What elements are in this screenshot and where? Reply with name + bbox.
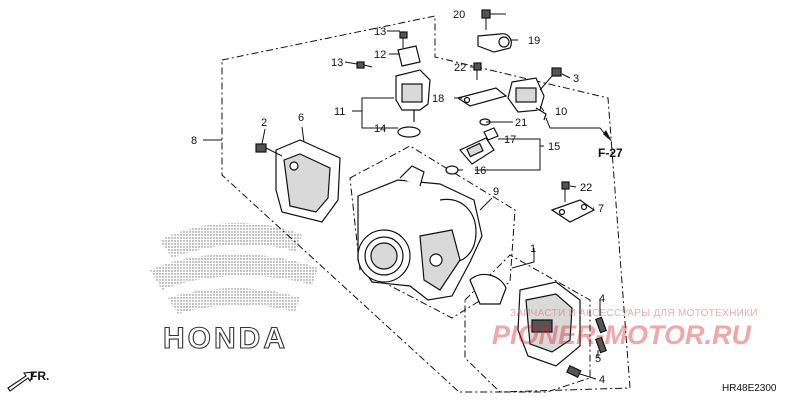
sensor-unit-part-1	[517, 281, 581, 367]
callout-9: 9	[493, 186, 499, 198]
screw-part-13a	[399, 31, 408, 48]
callout-8: 8	[191, 135, 197, 147]
connector-part-12	[397, 45, 421, 67]
callout-21: 21	[515, 117, 527, 129]
callout-3: 3	[573, 73, 579, 85]
honda-wing-logo: HONDA	[150, 222, 318, 356]
screw-part-4b	[566, 364, 582, 378]
callout-18: 18	[432, 93, 444, 105]
bracket-part-6	[275, 139, 341, 223]
sensor-outline	[464, 254, 591, 393]
callout-19: 19	[528, 35, 540, 47]
callout-5: 5	[595, 353, 601, 365]
bolt-part-2	[255, 143, 283, 157]
callout-labels: 1 2 3 4 4 5 6 7 8 9 10 11 12 13 13 14 15…	[191, 9, 605, 386]
assembly-outline	[221, 15, 631, 393]
honda-logo-text: HONDA	[163, 322, 288, 355]
screw-part-22b	[561, 181, 570, 202]
front-direction-indicator: FR.	[7, 369, 49, 392]
callout-13-top: 13	[374, 26, 386, 38]
callout-7: 7	[598, 203, 604, 215]
callout-4-top: 4	[599, 293, 605, 305]
callout-4-bottom: 4	[599, 374, 605, 386]
plate-part-7	[550, 199, 596, 223]
diagram-code: HR48E2300	[722, 383, 777, 394]
callout-22-top: 22	[454, 62, 466, 74]
callout-15: 15	[548, 141, 560, 153]
callout-14: 14	[374, 123, 386, 135]
screw-part-4a	[595, 316, 607, 334]
watermark-site: PIONER-MOTOR.RU	[492, 320, 753, 350]
watermark-tagline: ЗАПЧАСТИ И АКСЕССУАРЫ ДЛЯ МОТОТЕХНИКИ	[510, 308, 758, 319]
seal-part-16	[445, 165, 459, 175]
bolt-part-3	[539, 67, 562, 91]
plate-part-18	[456, 87, 508, 107]
gasket	[469, 273, 507, 305]
throttle-body-part-9	[357, 165, 483, 301]
reference-label: F-27	[598, 146, 623, 160]
callout-1: 1	[530, 243, 536, 255]
callout-6: 6	[298, 112, 304, 124]
callout-12: 12	[374, 49, 386, 61]
screw-part-22a	[473, 62, 482, 80]
sensor-part-11	[395, 69, 431, 122]
callout-2: 2	[261, 117, 267, 129]
screw-part-13b	[356, 61, 373, 69]
o-ring-part-14	[397, 126, 421, 138]
callout-16: 16	[474, 165, 486, 177]
direction-label: FR.	[30, 369, 49, 383]
leader-lines	[203, 13, 612, 380]
fuel-pipe-part-10	[507, 77, 547, 121]
clamp-part-19	[477, 33, 512, 53]
callout-22-right: 22	[580, 182, 592, 194]
callout-17: 17	[504, 134, 516, 146]
callout-11: 11	[334, 106, 345, 118]
injector-part-17	[459, 127, 499, 165]
callout-10: 10	[555, 106, 567, 118]
throttle-body-outline	[349, 145, 516, 319]
callout-13-left: 13	[331, 57, 343, 69]
callout-20: 20	[453, 9, 465, 21]
screw-part-5	[595, 336, 607, 354]
bolt-part-20	[481, 9, 491, 30]
